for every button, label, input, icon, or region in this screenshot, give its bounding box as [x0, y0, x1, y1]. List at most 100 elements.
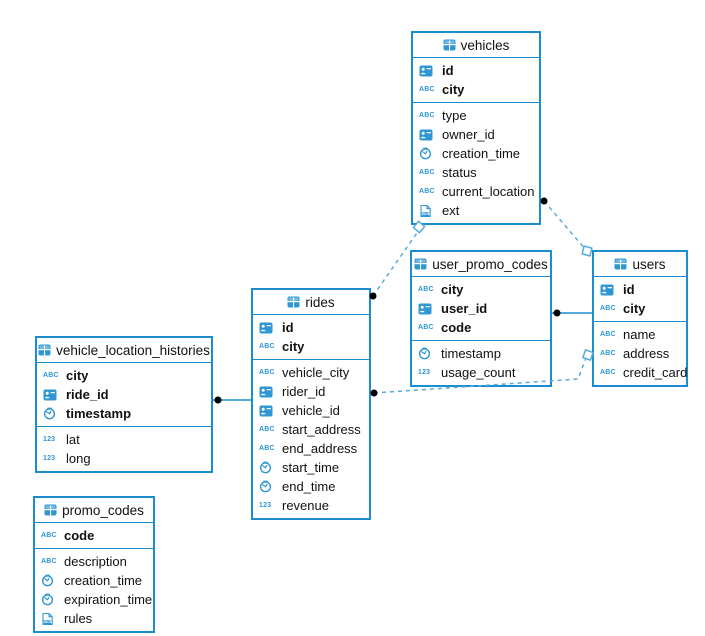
field-row-address: ABC address: [594, 344, 686, 363]
field-row-creation_time: creation_time: [35, 571, 153, 590]
uuid-badge-icon: [418, 303, 432, 314]
table-header-users[interactable]: users: [594, 252, 686, 277]
field-type-icon-box: [43, 407, 61, 420]
123-number-icon: 123: [259, 502, 272, 509]
json-document-icon: JSON: [420, 204, 431, 217]
abc-text-icon: ABC: [600, 331, 616, 338]
relationship-vehicles-to-users: [543, 200, 587, 251]
field-row-current_location: ABC current_location: [413, 182, 539, 201]
field-label: timestamp: [66, 406, 132, 421]
field-row-lat: 123 lat: [37, 430, 211, 449]
field-row-id: id: [253, 318, 369, 337]
table-title: vehicle_location_histories: [56, 342, 210, 358]
abc-text-icon: ABC: [419, 112, 435, 119]
table-title: user_promo_codes: [432, 256, 548, 272]
field-label: id: [442, 63, 454, 78]
field-type-icon-box: ABC: [419, 188, 437, 195]
field-type-icon-box: 123: [259, 502, 277, 509]
field-type-icon-box: ABC: [419, 169, 437, 176]
field-label: usage_count: [441, 365, 516, 380]
field-row-creation_time: creation_time: [413, 144, 539, 163]
clock-icon: [259, 461, 272, 474]
uuid-badge-icon: [259, 405, 273, 416]
field-label: code: [64, 528, 95, 543]
field-type-icon-box: [41, 574, 59, 587]
field-label: type: [442, 108, 467, 123]
field-row-code: ABC code: [412, 318, 550, 337]
field-type-icon-box: ABC: [419, 86, 437, 93]
table-header-promo_codes[interactable]: promo_codes: [35, 498, 153, 523]
abc-text-icon: ABC: [41, 558, 57, 565]
field-type-icon-box: ABC: [259, 369, 277, 376]
abc-text-icon: ABC: [419, 86, 435, 93]
field-label: code: [441, 320, 472, 335]
clock-icon: [41, 574, 54, 587]
field-type-icon-box: ABC: [600, 305, 618, 312]
table-header-user_promo_codes[interactable]: user_promo_codes: [412, 252, 550, 277]
abc-text-icon: ABC: [418, 324, 434, 331]
relationship-dot-endpoint: [214, 396, 222, 404]
field-row-owner_id: owner_id: [413, 125, 539, 144]
field-type-icon-box: ABC: [600, 369, 618, 376]
table-icon: [443, 39, 456, 51]
field-label: expiration_time: [64, 592, 153, 607]
table-header-vehicles[interactable]: vehicles: [413, 33, 539, 58]
relationship-dot-endpoint: [370, 389, 378, 397]
field-label: creation_time: [64, 573, 143, 588]
table-header-vehicle_location_histories[interactable]: vehicle_location_histories: [37, 338, 211, 363]
field-label: start_time: [282, 460, 340, 475]
field-type-icon-box: JSON: [41, 612, 59, 626]
field-type-icon-box: ABC: [259, 426, 277, 433]
field-type-icon-box: ABC: [41, 532, 59, 539]
field-label: current_location: [442, 184, 535, 199]
field-row-timestamp: timestamp: [37, 404, 211, 423]
table-icon: [614, 258, 627, 270]
123-number-icon: 123: [43, 455, 56, 462]
field-label: city: [66, 368, 89, 383]
field-label: city: [282, 339, 305, 354]
field-type-icon-box: [259, 322, 277, 334]
uuid-badge-icon: [419, 65, 433, 76]
field-label: address: [623, 346, 670, 361]
svg-text:JSON: JSON: [43, 620, 53, 624]
123-number-icon: 123: [43, 436, 56, 443]
uuid-badge-icon: [43, 389, 57, 400]
abc-text-icon: ABC: [600, 369, 616, 376]
clock-icon: [43, 407, 56, 420]
field-row-start_time: start_time: [253, 458, 369, 477]
uuid-badge-icon: [259, 322, 273, 333]
field-row-id: id: [594, 280, 686, 299]
table-title: promo_codes: [62, 502, 144, 518]
abc-text-icon: ABC: [600, 350, 616, 357]
abc-text-icon: ABC: [259, 369, 275, 376]
table-title: rides: [305, 294, 335, 310]
table-icon: [44, 504, 57, 516]
field-label: timestamp: [441, 346, 501, 361]
abc-text-icon: ABC: [41, 532, 57, 539]
abc-text-icon: ABC: [419, 188, 435, 195]
table-header-rides[interactable]: rides: [253, 290, 369, 315]
field-label: lat: [66, 432, 80, 447]
field-label: end_address: [282, 441, 358, 456]
